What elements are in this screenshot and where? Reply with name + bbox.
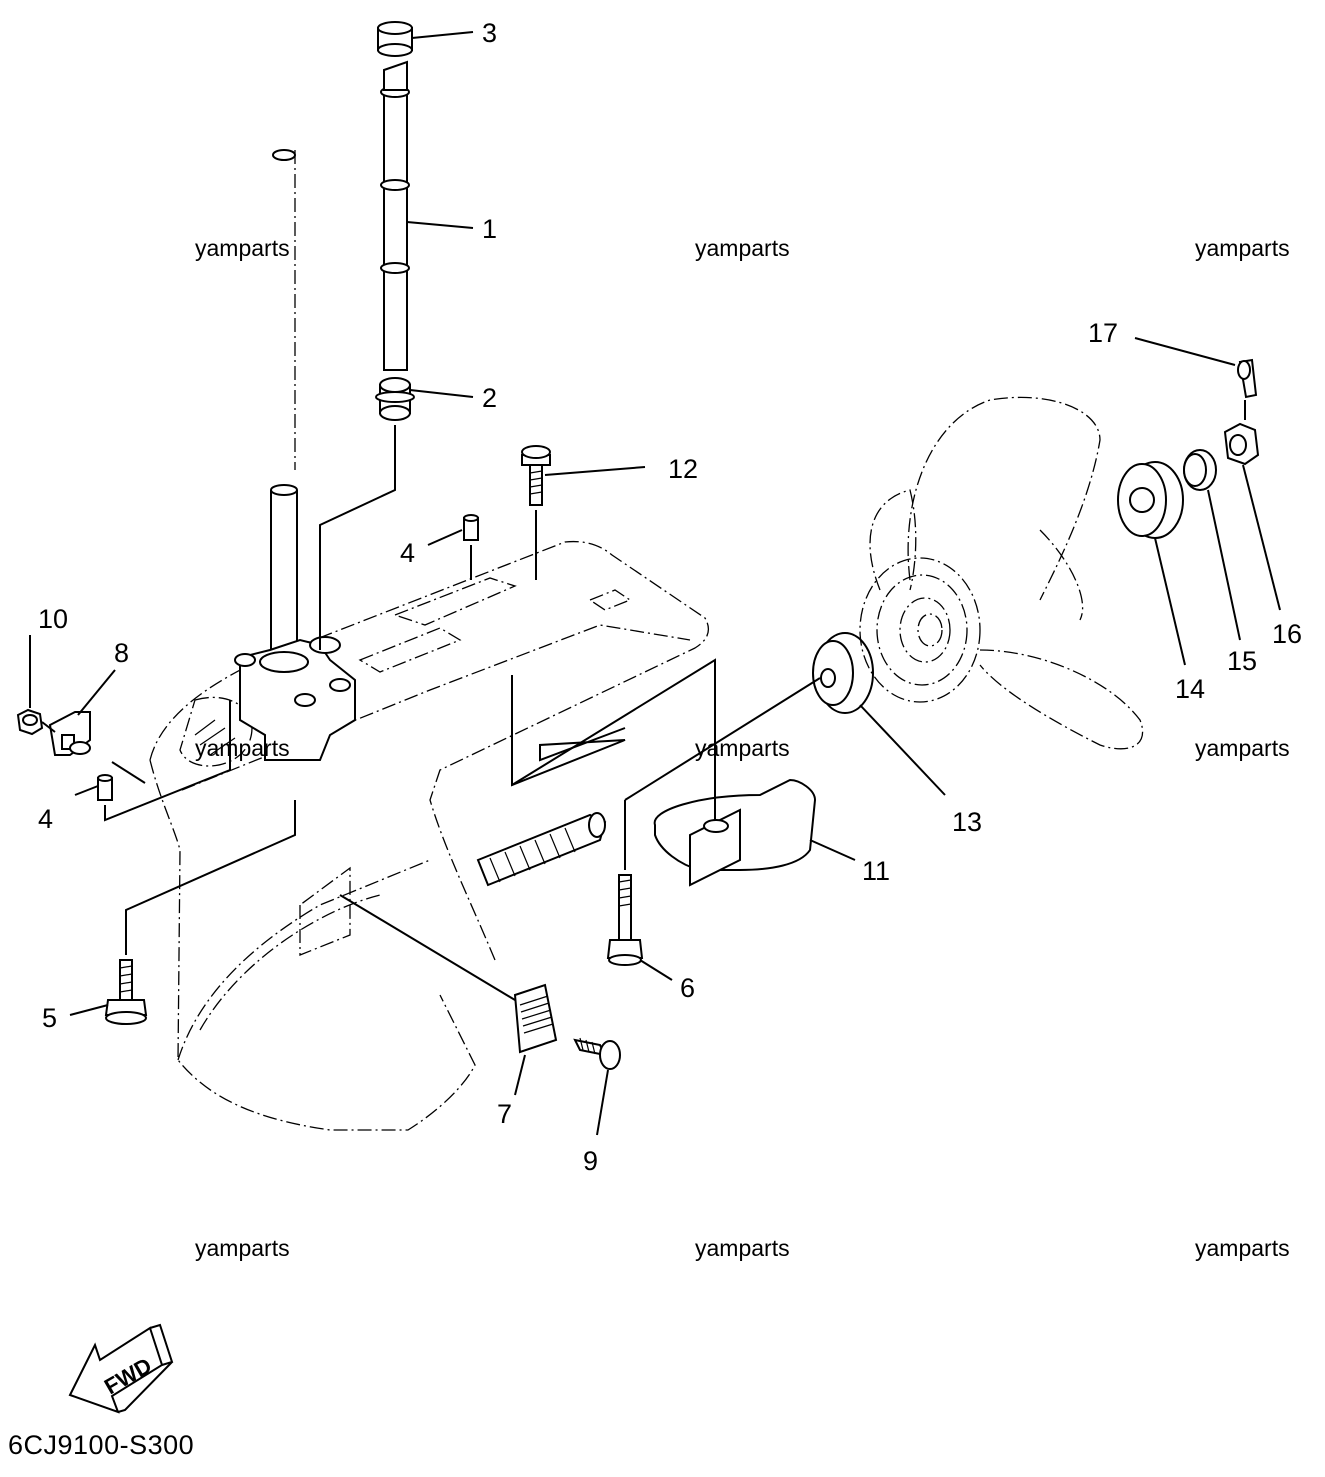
trim-tab-anode [653, 778, 817, 887]
propeller-shaft [476, 812, 607, 887]
water-pump-assembly [194, 636, 356, 761]
anode-7 [513, 983, 558, 1054]
leader-lines [29, 31, 1281, 1136]
callout-15: 15 [1227, 646, 1257, 676]
callout-14: 14 [1175, 674, 1205, 704]
callout-9: 9 [583, 1146, 598, 1176]
watermark: yamparts [195, 735, 290, 761]
propeller-outline [859, 396, 1144, 750]
callout-8: 8 [114, 638, 129, 668]
watermark: yamparts [695, 1235, 790, 1261]
callout-12: 12 [668, 454, 698, 484]
nut-16 [1223, 422, 1260, 466]
grommet-bottom [375, 377, 415, 421]
nut-10 [16, 708, 44, 736]
grommet-top [377, 21, 413, 57]
bolt-12 [521, 445, 551, 506]
callout-3: 3 [482, 18, 497, 48]
cotter-pin-17 [1237, 358, 1258, 399]
callout-17: 17 [1088, 318, 1118, 348]
callout-10: 10 [38, 604, 68, 634]
callout-7: 7 [497, 1099, 512, 1129]
spacer-14 [1117, 461, 1184, 539]
screw-9 [573, 1037, 621, 1070]
callout-2: 2 [482, 383, 497, 413]
watermark: yamparts [1195, 735, 1290, 761]
callout-4-lower: 4 [38, 804, 53, 834]
watermark: yamparts [1195, 235, 1290, 261]
callout-13: 13 [952, 807, 982, 837]
washer-15 [1183, 449, 1217, 491]
callout-5: 5 [42, 1003, 57, 1033]
plate-8 [48, 711, 91, 756]
callout-11: 11 [862, 856, 890, 886]
watermark: yamparts [695, 235, 790, 261]
watermark: yamparts [695, 735, 790, 761]
callout-numbers: 3 1 2 4 4 5 6 7 8 9 10 11 12 13 14 15 16… [38, 18, 1302, 1176]
watermark: yamparts [1195, 1235, 1290, 1261]
dowel-pin-lower [97, 774, 113, 801]
drive-shaft [270, 149, 298, 650]
watermark: yamparts [195, 235, 290, 261]
bolt-6 [606, 874, 644, 966]
water-tube [380, 60, 410, 371]
watermark: yamparts [195, 1235, 290, 1261]
bolt-5 [104, 959, 148, 1025]
diagram-code: 6CJ9100-S300 [8, 1430, 195, 1460]
thrust-washer-13 [812, 632, 874, 714]
callout-1: 1 [482, 214, 497, 244]
dowel-pin-upper [463, 514, 479, 541]
fwd-arrow: FWD [68, 1323, 174, 1414]
callout-6: 6 [680, 973, 695, 1003]
callout-4-upper: 4 [400, 538, 415, 568]
lower-casing-outline [149, 150, 709, 1131]
callout-16: 16 [1272, 619, 1302, 649]
